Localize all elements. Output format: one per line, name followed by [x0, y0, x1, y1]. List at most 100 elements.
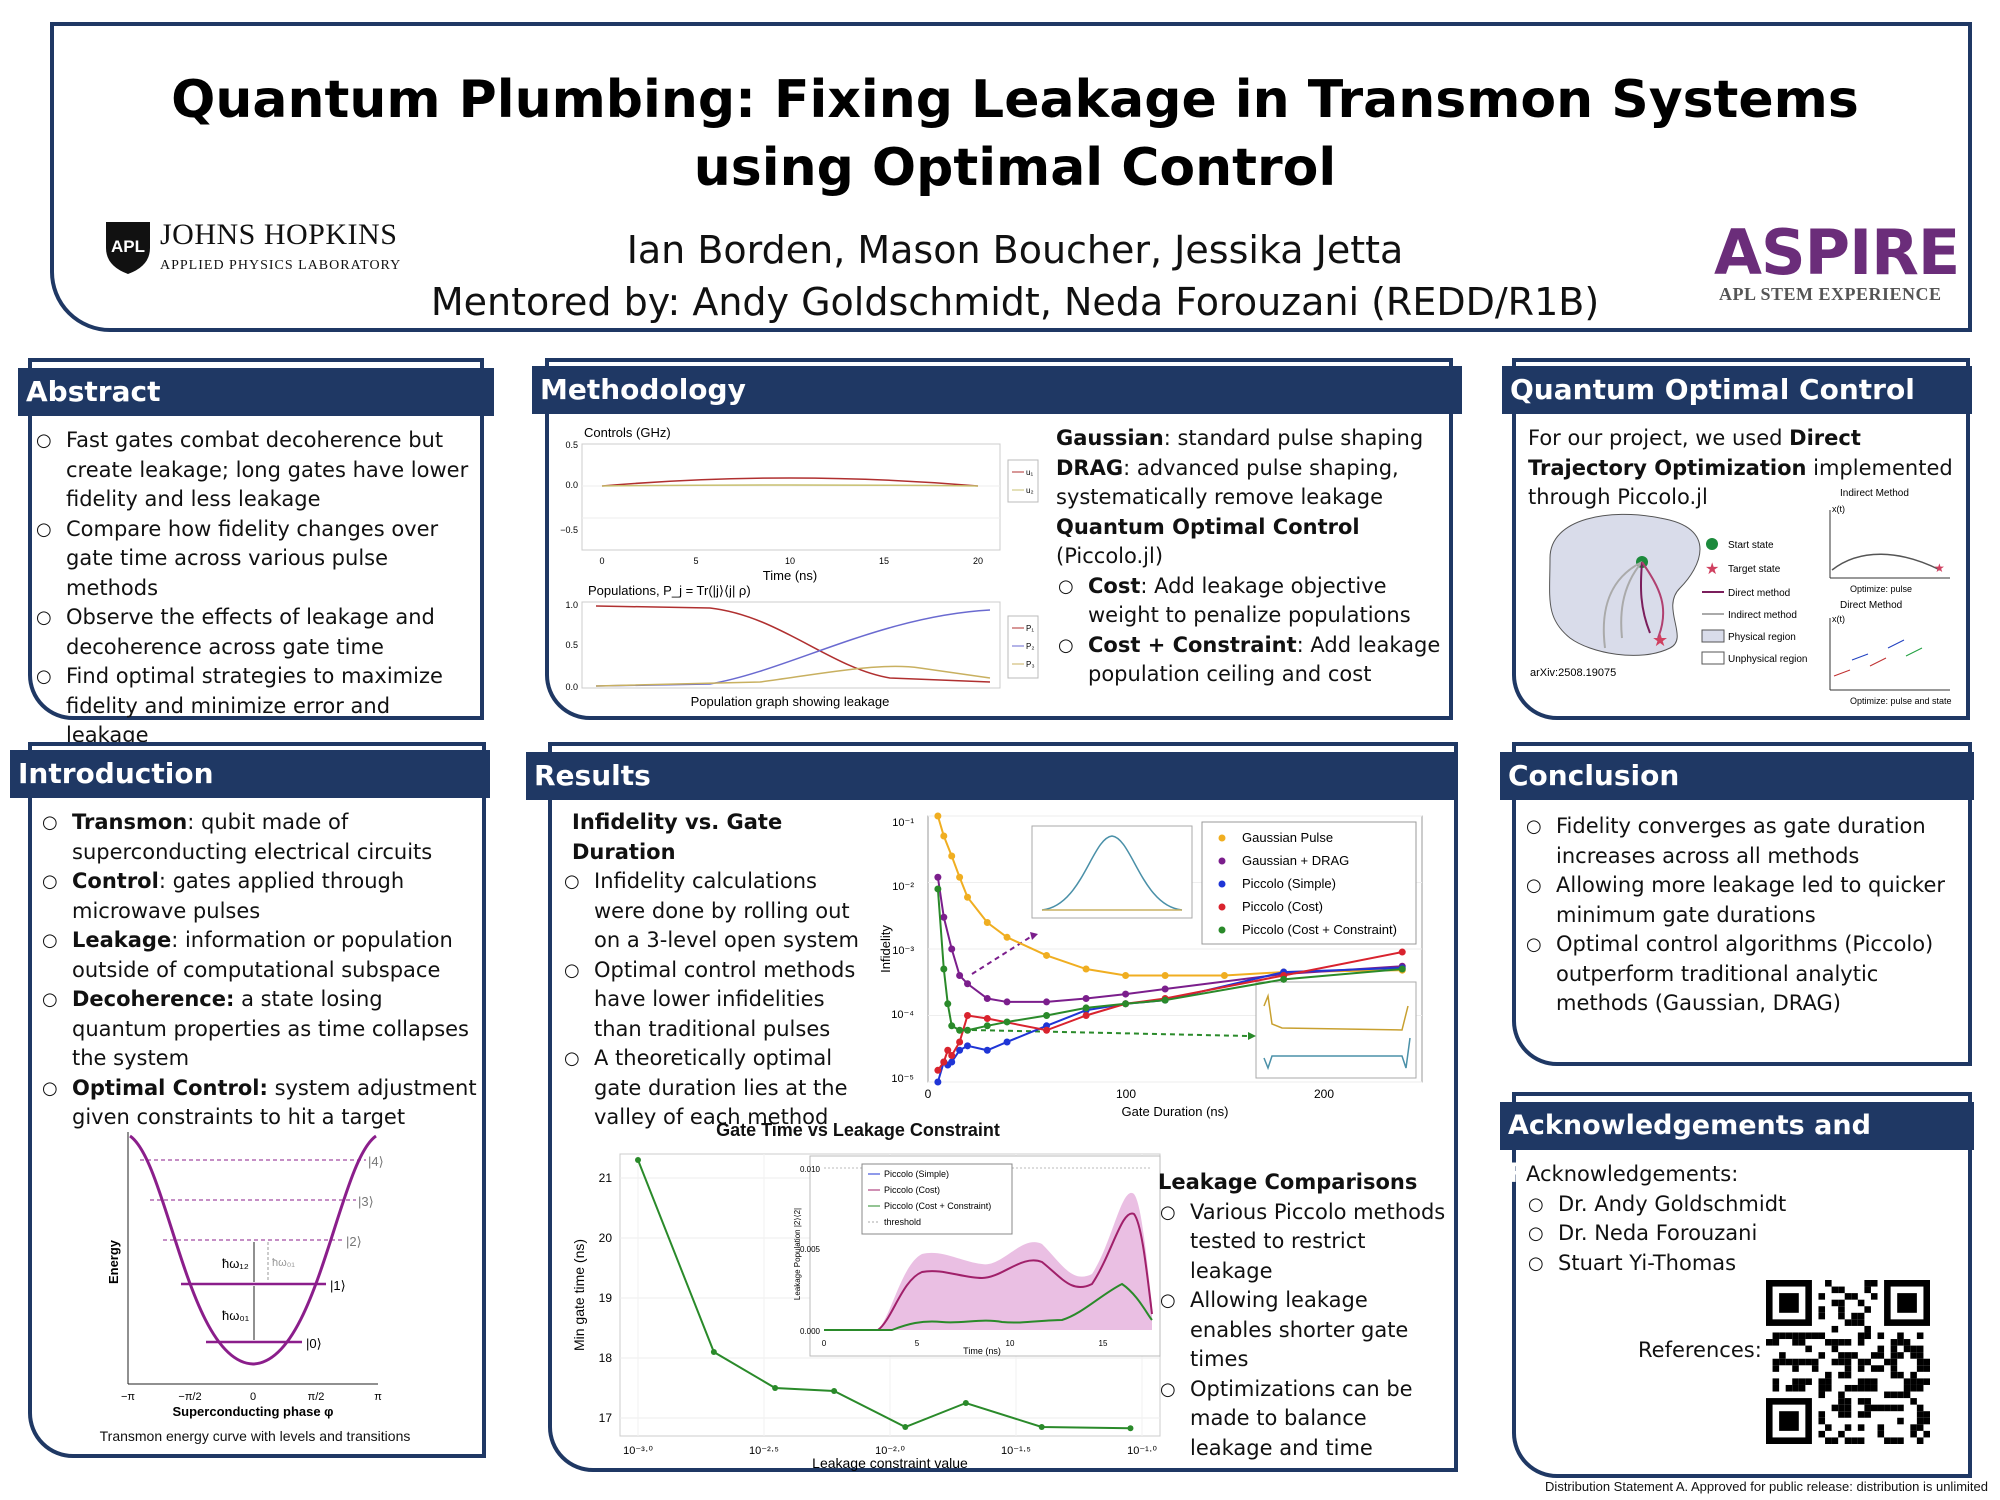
qr-module	[1916, 1437, 1924, 1444]
tick-label: 20	[599, 1231, 613, 1245]
inset-legend	[861, 1163, 1013, 1235]
data-point	[1043, 1026, 1051, 1034]
direct-segment	[1833, 669, 1851, 677]
direct-segment	[1851, 653, 1869, 661]
qr-module	[1792, 1365, 1799, 1372]
tick-label: 5	[693, 556, 698, 566]
abstract-heading: Abstract	[18, 368, 494, 416]
qr-module	[1923, 1378, 1930, 1385]
data-point	[956, 1046, 964, 1054]
title-line-2: using Optimal Control	[693, 138, 1337, 198]
qr-module	[1916, 1345, 1924, 1353]
legend-label: Start state	[1728, 540, 1774, 551]
data-point	[940, 1058, 948, 1066]
physical-region-blob	[1549, 513, 1701, 656]
conclusion-heading: Conclusion	[1500, 752, 1974, 800]
qr-module	[1890, 1339, 1898, 1346]
data-point	[983, 1022, 991, 1030]
qr-module	[1916, 1417, 1924, 1425]
distribution-statement: Distribution Statement A. Approved for p…	[1545, 1479, 1988, 1494]
data-point	[964, 1026, 972, 1034]
leakage-text: Leakage Comparisons Various Piccolo meth…	[1158, 1168, 1448, 1463]
qr-module	[1785, 1358, 1793, 1366]
data-point	[948, 945, 956, 953]
aspire-logo: ASPIRE	[1714, 216, 1960, 289]
qr-module	[1772, 1384, 1780, 1392]
methodology-text: Gaussian: standard pulse shaping DRAG: a…	[1056, 424, 1448, 690]
inset-curve	[1263, 1037, 1411, 1071]
references-qr-code[interactable]	[1766, 1280, 1930, 1444]
start-state-icon	[1706, 538, 1718, 550]
qr-module	[1857, 1299, 1865, 1307]
tick-label: 19	[599, 1291, 613, 1305]
qr-module	[1838, 1299, 1845, 1307]
ack-heading: Acknowledgements and References	[1500, 1102, 1974, 1189]
qr-module	[1805, 1378, 1812, 1385]
data-point	[962, 1400, 969, 1406]
qr-module	[1825, 1339, 1832, 1346]
legend-swatch	[1701, 629, 1725, 643]
indirect-path	[1602, 561, 1643, 649]
infidelity-text: Infidelity vs. Gate Duration Infidelity …	[562, 808, 862, 1133]
target-state-icon: ★	[1652, 630, 1668, 650]
qr-module	[1818, 1430, 1826, 1438]
legend-label: Direct method	[1728, 588, 1790, 599]
leakage-population-inset: Piccolo (Simple) Piccolo (Cost) Piccolo …	[793, 1155, 1161, 1357]
qr-module	[1923, 1365, 1930, 1372]
qr-module	[1923, 1411, 1930, 1418]
legend-label: Piccolo (Cost)	[884, 1185, 940, 1195]
qr-module	[1818, 1378, 1826, 1385]
qoc-heading: Quantum Optimal Control	[1502, 366, 1972, 414]
target-state-icon: ★	[1705, 561, 1719, 578]
tick-label: 20	[973, 556, 983, 566]
methodology-heading: Methodology	[532, 366, 1462, 414]
references-label: References:	[1638, 1338, 1762, 1362]
tick-label: 0.005	[800, 1245, 821, 1254]
qr-module	[1916, 1384, 1924, 1392]
legend-label: Unphysical region	[1728, 654, 1808, 665]
qr-module	[1916, 1352, 1924, 1359]
qr-module	[1857, 1437, 1865, 1444]
series-0	[635, 1157, 1134, 1432]
legend-label: Piccolo (Cost + Constraint)	[1242, 922, 1397, 937]
inset-ylabel: Leakage Population |2⟩⟨2|	[793, 1208, 802, 1300]
legend-label: P₃	[1026, 660, 1035, 669]
controls-label: Controls (GHz)	[584, 425, 671, 440]
data-point	[1161, 996, 1169, 1004]
data-point	[940, 965, 948, 973]
qr-module	[1864, 1398, 1871, 1405]
series-layer	[635, 1157, 1134, 1432]
data-point	[983, 1046, 991, 1054]
data-point	[940, 913, 948, 921]
data-point	[934, 812, 942, 820]
data-point	[1038, 1424, 1045, 1430]
qr-module	[1838, 1391, 1845, 1399]
populations-caption: Population graph showing leakage	[691, 694, 890, 709]
energy-ylabel: Energy	[108, 1239, 121, 1284]
qr-module	[1772, 1358, 1780, 1366]
tick-label: 10⁻²·⁰	[875, 1445, 905, 1457]
data-point	[772, 1385, 779, 1391]
data-point	[956, 1026, 964, 1034]
qr-module	[1857, 1378, 1865, 1385]
list-item: Observe the effects of leakage and decoh…	[34, 603, 474, 662]
legend-label: threshold	[884, 1217, 921, 1227]
data-point	[1122, 971, 1130, 979]
qr-module	[1792, 1339, 1799, 1346]
qr-finder	[1779, 1411, 1799, 1431]
data-point	[983, 995, 991, 1003]
qr-module	[1857, 1358, 1865, 1366]
population-p1-line	[595, 605, 991, 683]
qr-module	[1864, 1280, 1871, 1287]
tick-label: 0	[250, 1391, 256, 1403]
tick-label: 1.0	[565, 600, 578, 610]
arrow-to-gaussian-inset	[971, 935, 1033, 975]
tick-label: 10	[1006, 1339, 1015, 1348]
list-item: Stuart Yi-Thomas	[1526, 1249, 1826, 1279]
qr-module	[1825, 1424, 1832, 1431]
legend-label: Piccolo (Cost)	[1242, 899, 1323, 914]
list-item: Optimal control algorithms (Piccolo) out…	[1524, 930, 1964, 1019]
qr-module	[1792, 1332, 1799, 1340]
qr-module	[1910, 1424, 1917, 1431]
qr-module	[1903, 1339, 1911, 1346]
